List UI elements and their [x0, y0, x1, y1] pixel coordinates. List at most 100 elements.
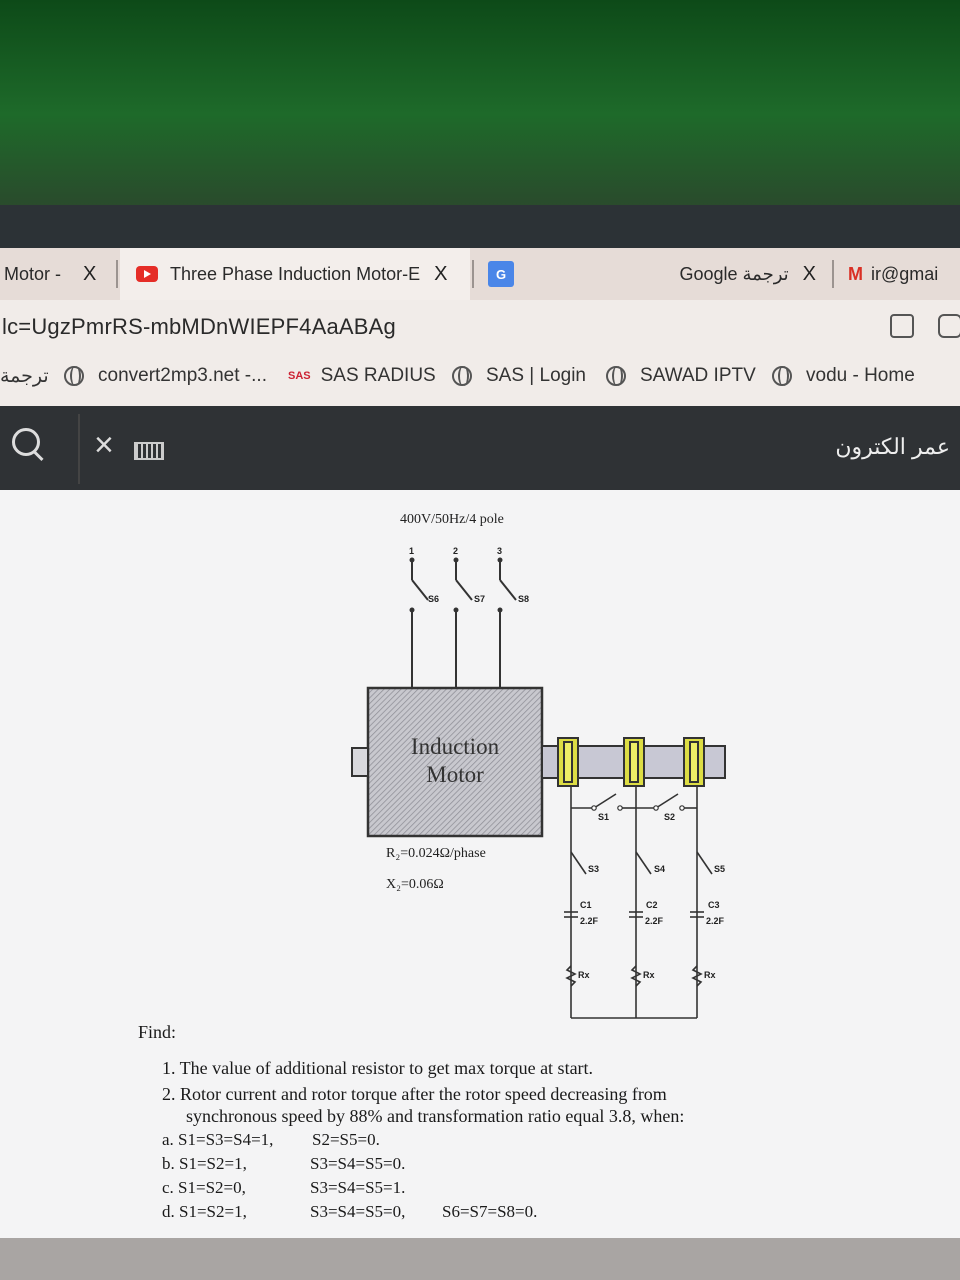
bookmark-label: SAWAD IPTV	[640, 365, 756, 386]
capacitor-label: C3	[708, 900, 720, 910]
case-rest: S3=S4=S5=0,	[310, 1202, 406, 1221]
shaft-left	[351, 747, 369, 777]
induction-motor	[366, 686, 544, 838]
switch-label: S3	[588, 864, 600, 874]
resistor-label: Rx	[704, 970, 716, 980]
switch-label: S6	[428, 594, 440, 604]
tab-translate[interactable]: G	[488, 248, 528, 300]
case-extra: S6=S7=S8=0.	[442, 1202, 538, 1221]
rotor-reactance: X₂=0.06Ω	[386, 877, 444, 892]
monitor-bezel	[0, 205, 960, 250]
bookmark-vodu-home[interactable]: vodu - Home	[772, 354, 915, 398]
tab-label: Google ترجمة	[679, 263, 789, 284]
tab-bar: Motor - X Three Phase Induction Motor-E …	[0, 248, 960, 300]
supply-rating: 400V/50Hz/4 pole	[400, 512, 504, 527]
question-1: 1. The value of additional resistor to g…	[162, 1058, 594, 1078]
bookmark-convert2mp3[interactable]: convert2mp3.net -...	[64, 354, 267, 398]
phase-label: 1	[409, 546, 415, 556]
user-name: عمر الكترون	[835, 434, 950, 459]
bookmark-translate[interactable]: ترجمة	[0, 354, 49, 398]
desktop-background	[0, 0, 960, 208]
find-heading: Find:	[138, 1022, 177, 1042]
tab-youtube[interactable]: Three Phase Induction Motor-E X	[120, 248, 470, 300]
youtube-icon	[136, 266, 158, 282]
supply-terminals	[409, 557, 503, 613]
bookmarks-bar: ترجمة convert2mp3.net -... SAS SAS RADIU…	[0, 354, 960, 406]
case-a: a. S1=S3=S4=1, S2=S5=0.	[162, 1130, 380, 1150]
url-text[interactable]: lc=UgzPmrRS-mbMDnWIEPF4AaABAg	[2, 314, 396, 339]
capacitor-value: 2.2F	[645, 916, 664, 926]
tab-label: Motor -	[4, 263, 62, 284]
capacitor-label: C2	[646, 900, 658, 910]
tab-gmail[interactable]: M ir@gmai	[848, 248, 960, 300]
case-c: c. S1=S2=0, S3=S4=S5=1.	[162, 1178, 405, 1198]
case-label: d. S1=S2=1,	[162, 1202, 247, 1221]
switch-label: S5	[714, 864, 726, 874]
address-bar[interactable]: lc=UgzPmrRS-mbMDnWIEPF4AaABAg	[0, 300, 960, 354]
bookmark-label: ترجمة	[0, 365, 49, 387]
question-2: 2. Rotor current and rotor torque after …	[162, 1084, 667, 1104]
globe-icon	[772, 366, 792, 386]
bookmark-label: SAS | Login	[486, 365, 587, 386]
capacitor-value: 2.2F	[706, 916, 725, 926]
switch-label: S8	[518, 594, 530, 604]
bookmark-label: vodu - Home	[806, 365, 915, 386]
open-in-app-icon[interactable]	[890, 314, 914, 338]
tab-separator	[832, 260, 834, 288]
bookmark-sas-radius[interactable]: SAS SAS RADIUS	[288, 354, 436, 398]
comment-image-content: 400V/50Hz/4 pole 1 2 3 S6 S7 S8 Inductio…	[0, 490, 960, 1240]
resistor-label: Rx	[643, 970, 655, 980]
case-rest: S3=S4=S5=1.	[310, 1178, 406, 1197]
gmail-icon: M	[848, 263, 863, 284]
resistor-label: Rx	[578, 970, 590, 980]
tab-separator	[472, 260, 474, 288]
question-2-cont: synchronous speed by 88% and transformat…	[186, 1106, 685, 1126]
motor-label-line: Induction	[410, 734, 500, 759]
bottom-edge	[0, 1238, 960, 1280]
tab-google-translate[interactable]: Google ترجمة X	[600, 248, 828, 300]
close-icon[interactable]: ×	[94, 426, 114, 464]
case-label: a. S1=S3=S4=1,	[162, 1130, 274, 1149]
globe-icon	[64, 366, 84, 386]
share-icon[interactable]	[938, 314, 960, 338]
page-toolbar: × عمر الكترون	[0, 406, 960, 490]
tab-label: ir@gmai	[871, 263, 939, 284]
supply-lines	[411, 560, 517, 688]
bookmark-label: convert2mp3.net -...	[98, 365, 267, 386]
globe-icon	[452, 366, 472, 386]
case-rest: S3=S4=S5=0.	[310, 1154, 406, 1173]
slip-rings	[557, 737, 705, 787]
switch-label: S2	[664, 812, 676, 822]
bookmark-sawad-iptv[interactable]: SAWAD IPTV	[606, 354, 756, 398]
switch-contacts	[591, 805, 685, 811]
capacitor-label: C1	[580, 900, 592, 910]
tab-label: Three Phase Induction Motor-E	[170, 263, 421, 284]
tab-motor[interactable]: Motor - X	[0, 248, 114, 300]
circuit-diagram	[351, 557, 726, 1019]
case-d: d. S1=S2=1, S3=S4=S5=0, S6=S7=S8=0.	[162, 1202, 537, 1222]
switch-label: S4	[654, 864, 666, 874]
switch-label: S7	[474, 594, 486, 604]
rotor-circuit	[564, 786, 713, 1019]
close-icon[interactable]: X	[802, 262, 816, 285]
sas-icon: SAS	[288, 370, 311, 382]
case-label: b. S1=S2=1,	[162, 1154, 247, 1173]
close-icon[interactable]: X	[434, 262, 448, 285]
phase-label: 2	[453, 546, 459, 556]
case-rest: S2=S5=0.	[312, 1130, 380, 1149]
rotor-resistance: R₂=0.024Ω/phase	[386, 846, 486, 861]
switch-label: S1	[598, 812, 610, 822]
bookmark-sas-login[interactable]: SAS | Login	[452, 354, 586, 398]
bookmark-label: SAS RADIUS	[320, 365, 436, 386]
search-icon[interactable]	[12, 428, 46, 462]
google-translate-icon: G	[488, 261, 514, 287]
keyboard-icon[interactable]	[134, 442, 164, 460]
toolbar-divider	[78, 414, 80, 484]
tab-separator	[116, 260, 118, 288]
case-label: c. S1=S2=0,	[162, 1178, 246, 1197]
case-b: b. S1=S2=1, S3=S4=S5=0.	[162, 1154, 405, 1174]
phase-label: 3	[497, 546, 503, 556]
globe-icon	[606, 366, 626, 386]
motor-label-line: Motor	[426, 762, 484, 787]
close-icon[interactable]: X	[83, 262, 97, 285]
